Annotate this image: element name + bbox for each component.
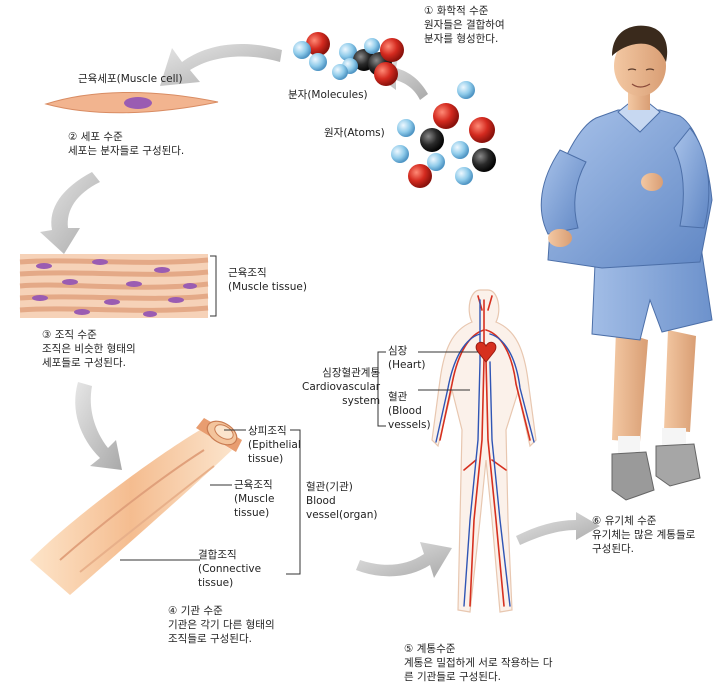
system-level-line1: 계통은 밀접하게 서로 작용하는 다 (404, 656, 553, 670)
bv-label-en2: vessels) (388, 418, 431, 432)
connective-tissue-label: 결합조직 (Connective tissue) (198, 548, 261, 590)
vessel-muscle-label-en2: tissue) (234, 506, 274, 520)
epithelial-label-ko: 상피조직 (248, 424, 301, 438)
system-level-caption: ⑤ 계통수준 계통은 밀접하게 서로 작용하는 다 른 기관들로 구성된다. (404, 642, 553, 684)
organism-level-title: ⑥ 유기체 수준 (592, 514, 695, 528)
cellular-level-line1: 세포는 분자들로 구성된다. (68, 144, 184, 158)
chemical-level-title: ① 화학적 수준 (424, 4, 505, 18)
muscle-cell-label: 근육세포(Muscle cell) (78, 72, 183, 86)
chemical-level-caption: ① 화학적 수준 원자들은 결합하여 분자를 형성한다. (424, 4, 505, 46)
cardio-label-en2: system (302, 394, 380, 408)
blood-vessel-organ-label: 혈관(기관) Blood vessel(organ) (306, 480, 378, 522)
system-level-title: ⑤ 계통수준 (404, 642, 553, 656)
organ-level-line2: 조직들로 구성된다. (168, 632, 275, 646)
molecules-cluster (293, 32, 404, 86)
epithelial-label-en2: tissue) (248, 452, 301, 466)
muscle-tissue-bracket (210, 256, 216, 316)
muscle-cell (46, 92, 218, 112)
vessel-label-en1: Blood (306, 494, 378, 508)
vessel-label-en2: vessel(organ) (306, 508, 378, 522)
cardiovascular-system-label: 심장혈관계통 Cardiovascular system (302, 366, 380, 408)
muscle-tissue-label-ko: 근육조직 (228, 266, 307, 280)
organism-level-line1: 유기체는 많은 계통들로 (592, 528, 695, 542)
cardiovascular-figure (432, 290, 536, 612)
tissue-level-line2: 세포들로 구성된다. (42, 356, 136, 370)
heart-label-en: (Heart) (388, 358, 425, 372)
organ-level-caption: ④ 기관 수준 기관은 각기 다른 형태의 조직들로 구성된다. (168, 604, 275, 646)
runner-figure (541, 26, 712, 500)
connective-label-ko: 결합조직 (198, 548, 261, 562)
arrow-cell-to-tissue (40, 172, 100, 254)
connective-label-en2: tissue) (198, 576, 261, 590)
tissue-level-line1: 조직은 비슷한 형태의 (42, 342, 136, 356)
cellular-level-caption: ② 세포 수준 세포는 분자들로 구성된다. (68, 130, 184, 158)
vessel-muscle-label-ko: 근육조직 (234, 478, 274, 492)
cardio-label-ko: 심장혈관계통 (302, 366, 380, 380)
organism-level-caption: ⑥ 유기체 수준 유기체는 많은 계통들로 구성된다. (592, 514, 695, 556)
bv-label-ko: 혈관 (388, 390, 431, 404)
tissue-level-title: ③ 조직 수준 (42, 328, 136, 342)
epithelial-label-en1: (Epithelial (248, 438, 301, 452)
blood-vessels-label: 혈관 (Blood vessels) (388, 390, 431, 432)
cellular-level-title: ② 세포 수준 (68, 130, 184, 144)
chemical-level-line2: 분자를 형성한다. (424, 32, 505, 46)
vessel-muscle-label-en1: (Muscle (234, 492, 274, 506)
heart-label-ko: 심장 (388, 344, 425, 358)
heart-label: 심장 (Heart) (388, 344, 425, 372)
arrow-tissue-to-organ (75, 382, 122, 470)
vessel-muscle-tissue-label: 근육조직 (Muscle tissue) (234, 478, 274, 520)
bv-label-en1: (Blood (388, 404, 431, 418)
muscle-tissue-label: 근육조직 (Muscle tissue) (228, 266, 307, 294)
atoms-label: 원자(Atoms) (324, 126, 385, 140)
atoms-cluster (391, 81, 496, 188)
connective-label-en1: (Connective (198, 562, 261, 576)
cardio-label-en1: Cardiovascular (302, 380, 380, 394)
arrow-system-to-organism (516, 512, 600, 545)
vessel-label-ko: 혈관(기관) (306, 480, 378, 494)
tissue-level-caption: ③ 조직 수준 조직은 비슷한 형태의 세포들로 구성된다. (42, 328, 136, 370)
organ-level-line1: 기관은 각기 다른 형태의 (168, 618, 275, 632)
epithelial-tissue-label: 상피조직 (Epithelial tissue) (248, 424, 301, 466)
organism-level-line2: 구성된다. (592, 542, 695, 556)
muscle-tissue (20, 254, 208, 318)
chemical-level-line1: 원자들은 결합하여 (424, 18, 505, 32)
muscle-tissue-label-en: (Muscle tissue) (228, 280, 307, 294)
molecules-label: 분자(Molecules) (288, 88, 368, 102)
organ-level-title: ④ 기관 수준 (168, 604, 275, 618)
arrow-organ-to-system (356, 542, 452, 578)
